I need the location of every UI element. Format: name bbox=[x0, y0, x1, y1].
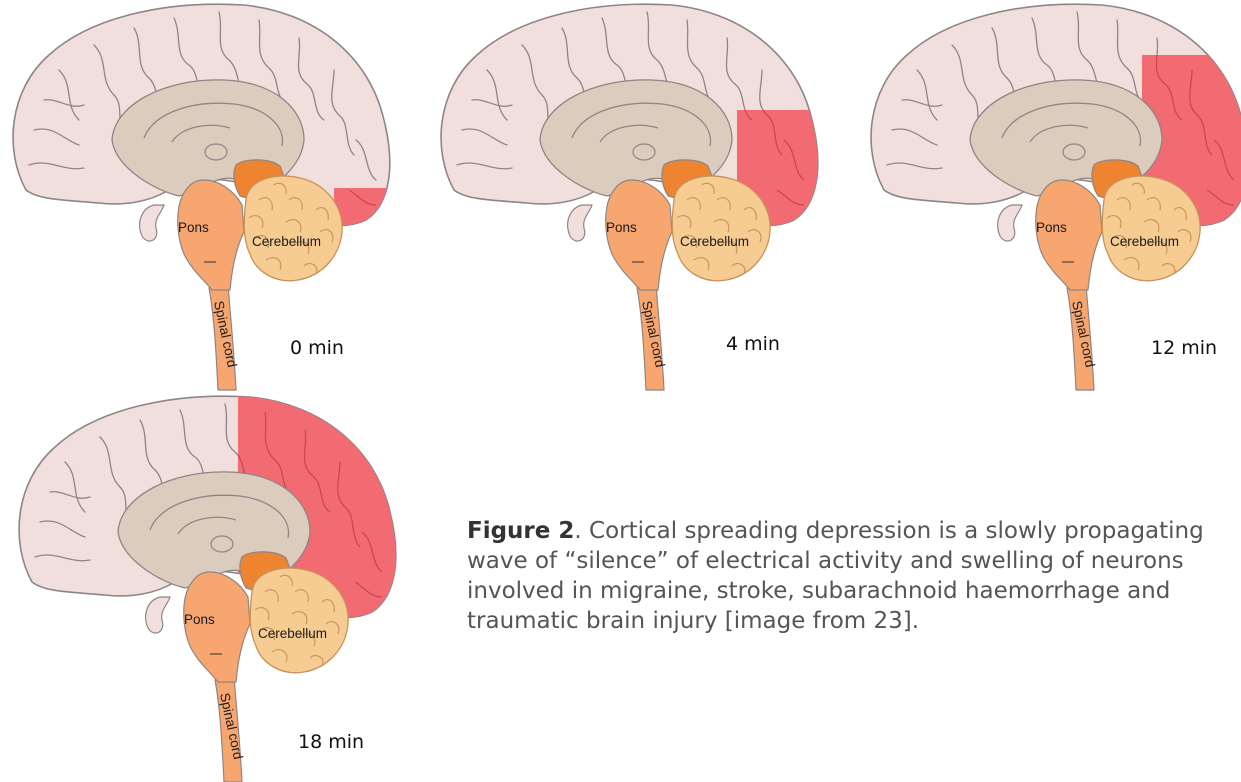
pituitary-shape bbox=[146, 597, 170, 633]
thalamus-shape bbox=[205, 144, 227, 160]
pons-label: Pons bbox=[184, 612, 215, 627]
thalamus-shape bbox=[211, 536, 233, 552]
pituitary-shape bbox=[998, 205, 1022, 241]
pons-shape bbox=[184, 572, 250, 682]
cerebellum-label: Cerebellum bbox=[258, 626, 327, 641]
cerebellum-label: Cerebellum bbox=[252, 234, 321, 249]
thalamus-shape bbox=[633, 144, 655, 160]
pons-shape bbox=[1036, 180, 1102, 290]
caption-text: . Cortical spreading depression is a slo… bbox=[467, 518, 1204, 634]
thalamus-shape bbox=[1063, 144, 1085, 160]
figure-caption: Figure 2. Cortical spreading depression … bbox=[467, 516, 1237, 636]
pons-shape bbox=[178, 180, 244, 290]
time-label-3: 18 min bbox=[298, 731, 364, 753]
time-label-2: 12 min bbox=[1151, 337, 1217, 359]
pons-label: Pons bbox=[606, 220, 637, 235]
pituitary-shape bbox=[140, 205, 164, 241]
pons-shape bbox=[606, 180, 672, 290]
pons-label: Pons bbox=[178, 220, 209, 235]
cerebellum-label: Cerebellum bbox=[680, 234, 749, 249]
time-label-1: 4 min bbox=[726, 333, 780, 355]
pons-label: Pons bbox=[1036, 220, 1067, 235]
figure-label: Figure 2 bbox=[467, 518, 574, 544]
pituitary-shape bbox=[568, 205, 592, 241]
cerebellum-label: Cerebellum bbox=[1110, 234, 1179, 249]
time-label-0: 0 min bbox=[290, 337, 344, 359]
